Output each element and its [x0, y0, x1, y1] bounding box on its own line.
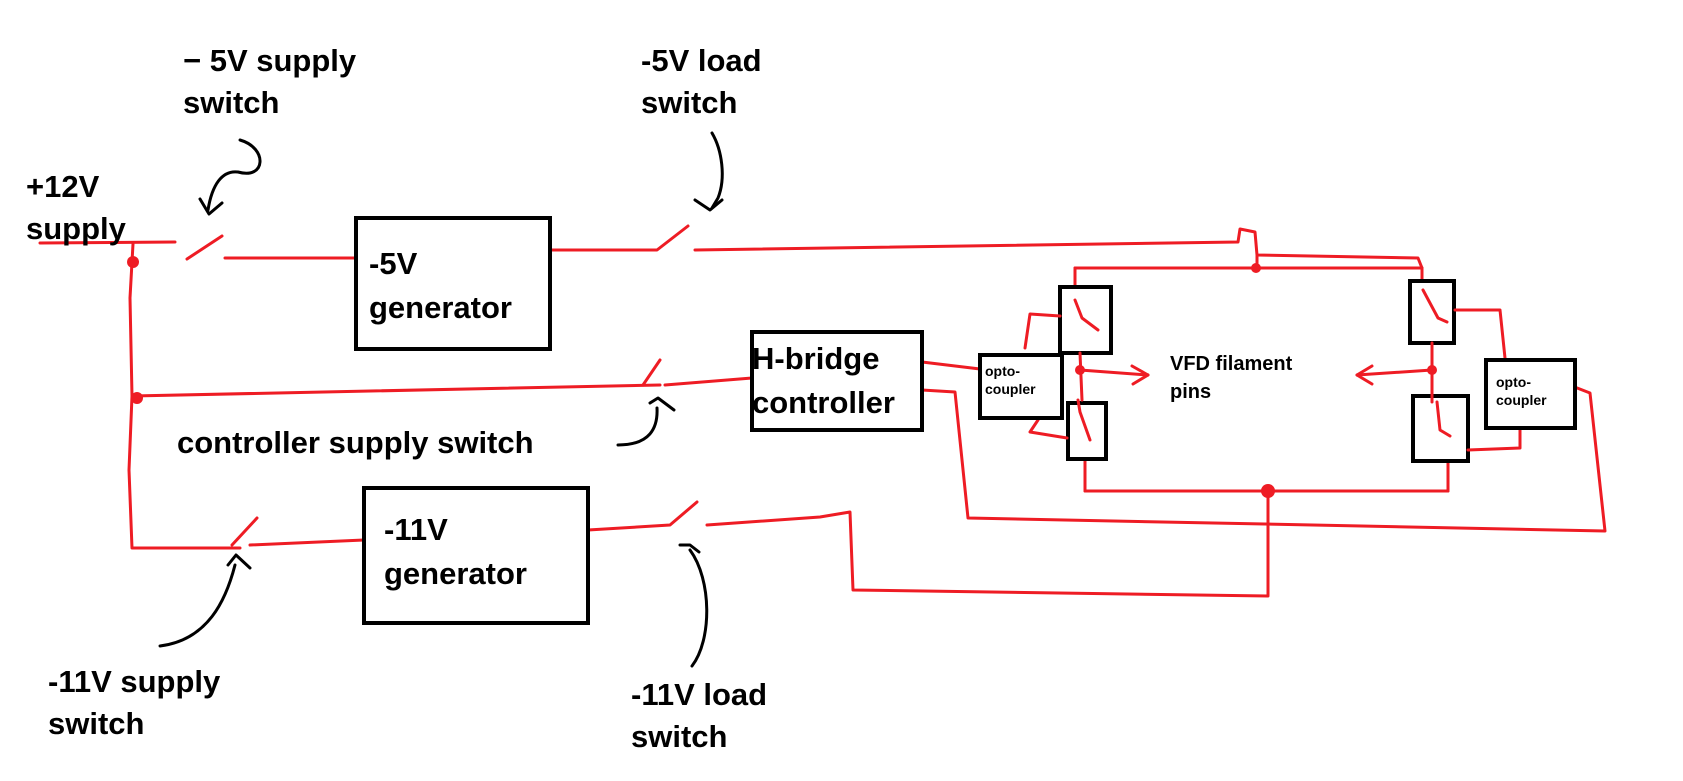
minus5v-load-switch-label: -5V load switch	[641, 43, 762, 120]
controller-branch	[641, 358, 1607, 533]
right-bridge-leg	[1355, 279, 1522, 463]
supply-bus	[38, 240, 662, 550]
arrow-controller-supply	[616, 406, 659, 447]
left-optocoupler-box	[978, 353, 1064, 420]
hbridge-controller-box	[750, 330, 924, 432]
minus11v-branch	[230, 453, 1450, 598]
hbridge-controller-label: H-bridge controller	[752, 341, 895, 420]
arrow-11v-supply	[158, 563, 237, 648]
minus11v-load-switch-label: -11V load switch	[631, 677, 768, 754]
left-bridge-leg	[1023, 285, 1150, 461]
minus5v-branch	[185, 224, 1424, 287]
minus5v-generator-label: -5V generator	[369, 246, 512, 325]
minus11v-supply-switch-label: -11V supply switch	[48, 664, 221, 741]
annotation-arrows	[158, 131, 724, 668]
minus5v-supply-switch-label: − 5V supply switch	[183, 43, 357, 120]
vfd-filament-pins-label: VFD filament pins	[1170, 353, 1293, 403]
arrow-11v-load	[688, 548, 709, 668]
right-optocoupler-box	[1484, 358, 1577, 430]
minus5v-generator-box	[354, 216, 552, 351]
left-optocoupler-label: opto- coupler	[985, 363, 1036, 397]
arrow-5v-load	[710, 131, 724, 210]
supply-12v-label: +12V supply	[26, 169, 126, 246]
controller-supply-switch-label: controller supply switch	[177, 425, 534, 460]
minus11v-generator-box	[362, 486, 590, 625]
right-optocoupler-label: opto- coupler	[1496, 374, 1547, 408]
minus11v-generator-label: -11V generator	[384, 512, 527, 591]
right-top-switch-box	[1408, 279, 1456, 345]
arrow-5v-supply	[206, 138, 262, 212]
